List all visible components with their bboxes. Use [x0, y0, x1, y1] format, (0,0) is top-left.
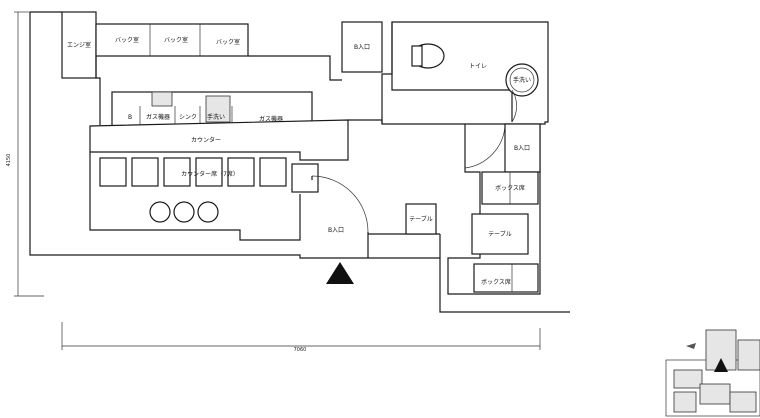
counter-seats-zone — [89, 152, 301, 241]
sink-label: シンク — [179, 114, 197, 121]
equipment-1-label: ガス機器 — [146, 113, 170, 121]
backroom-strip — [95, 23, 249, 57]
width-dimension-label: 7060 — [294, 347, 307, 353]
handwash-basin — [505, 63, 539, 97]
equipment-2-label: ガス機器 — [259, 115, 283, 123]
seat-6[interactable] — [259, 157, 287, 187]
toilet-label: トイレ — [469, 63, 487, 70]
counter-seats-label: カウンター席（7席） — [181, 170, 239, 178]
height-dimension-label: 4150 — [6, 154, 12, 167]
minimap-location-icon — [714, 358, 728, 372]
top-entrance — [341, 21, 383, 73]
table-large[interactable] — [471, 213, 529, 255]
box-seat-bottom-label: ボックス席 — [481, 278, 511, 286]
handwash-label: 手洗い — [513, 76, 531, 84]
corridor-wall — [95, 55, 342, 125]
handwash-2-label: 手洗い — [207, 113, 225, 121]
minimap-arrow-icon — [686, 343, 696, 349]
location-minimap — [665, 329, 760, 417]
stool-2[interactable] — [173, 201, 195, 223]
main-floor-outline — [29, 11, 570, 313]
backroom-2-label: バック室 — [164, 36, 188, 44]
seat-4[interactable] — [195, 157, 223, 187]
box-seat-bottom[interactable] — [473, 263, 539, 293]
table-small[interactable] — [405, 203, 437, 235]
engine-room-label: エンジ室 — [67, 41, 91, 49]
counter-label: カウンター — [191, 136, 221, 144]
seat-1[interactable] — [99, 157, 127, 187]
entrance-marker-icon — [326, 262, 354, 284]
box-seat-top-label: ボックス席 — [495, 184, 525, 192]
table-large-label: テーブル — [488, 230, 512, 238]
right-wall-top — [348, 119, 441, 258]
right-dining-outline — [447, 124, 541, 295]
backroom-1-label: バック室 — [115, 36, 139, 44]
top-entrance-label: B入口 — [354, 44, 370, 51]
right-entrance-label: B入口 — [514, 145, 530, 152]
stool-1[interactable] — [149, 201, 171, 223]
seat-7[interactable] — [291, 163, 319, 193]
seat-5[interactable] — [227, 157, 255, 187]
back-label: B — [128, 114, 132, 121]
seat-3[interactable] — [163, 157, 191, 187]
right-entrance — [504, 123, 541, 173]
main-door-swing — [311, 175, 369, 233]
backroom-3-label: バック室 — [216, 38, 240, 46]
seat-2[interactable] — [131, 157, 159, 187]
main-entrance-label: B入口 — [328, 227, 344, 234]
right-door-swing — [464, 125, 506, 169]
stool-3[interactable] — [197, 201, 219, 223]
table-small-label: テーブル — [409, 215, 433, 223]
